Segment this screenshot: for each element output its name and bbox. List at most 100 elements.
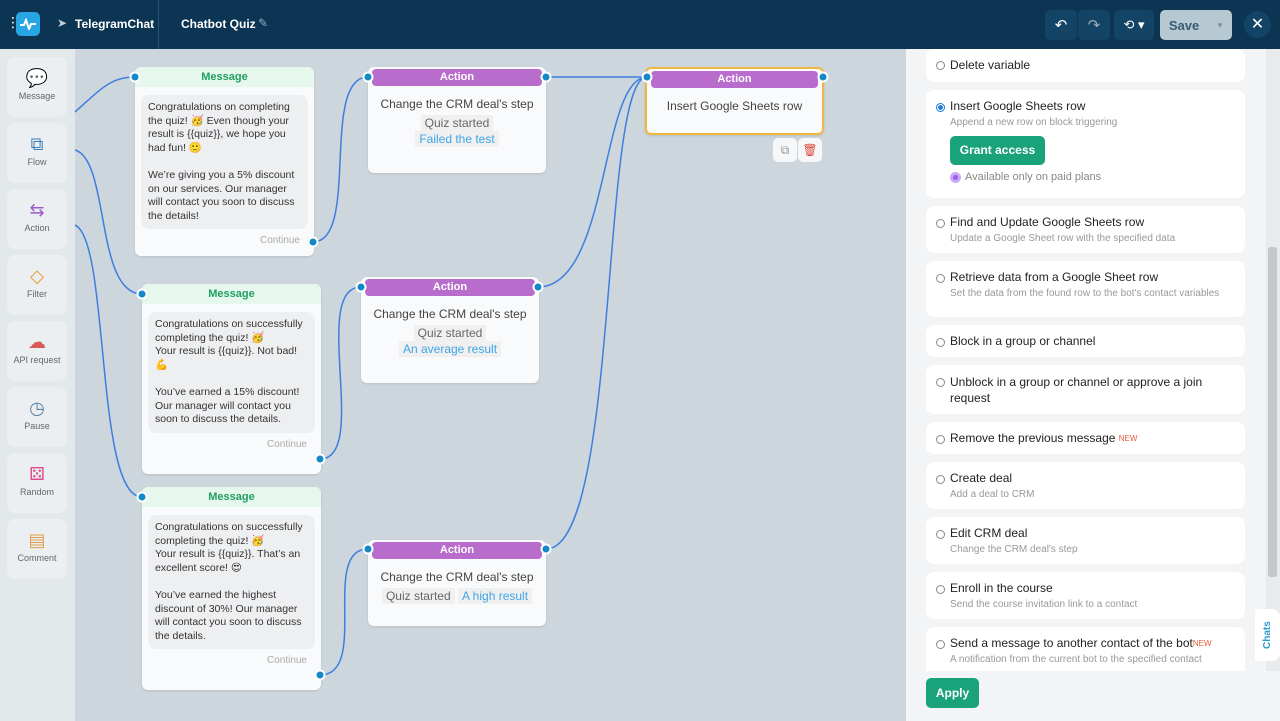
breadcrumb-divider [158,0,159,49]
palette-comment[interactable]: ▤Comment [7,519,67,579]
action-block-1[interactable]: Action Change the CRM deal's step Quiz s… [368,67,546,173]
timer-icon: ◷ [29,398,45,418]
new-badge: NEW [1192,639,1212,648]
palette-filter[interactable]: ◇Filter [7,255,67,315]
input-port[interactable] [136,491,148,503]
edit-pencil-icon[interactable]: ✎ [258,16,269,30]
option-insert-google-sheets-row[interactable]: Insert Google Sheets row Append a new ro… [926,90,1245,198]
action-icon: ⇆ [29,200,45,220]
step-from: Quiz started [381,588,455,604]
radio-selected[interactable] [936,103,945,112]
input-port[interactable] [129,71,141,83]
action-header: Action [365,279,535,296]
palette-action[interactable]: ⇆Action [7,189,67,249]
step-to: Failed the test [415,131,499,147]
action-block-google-sheets[interactable]: Action Insert Google Sheets row [645,67,824,135]
input-port[interactable] [355,281,367,293]
continue-label: Continue [266,655,307,667]
message-text: Congratulations on successfully completi… [148,515,315,650]
action-block-2[interactable]: Action Change the CRM deal's step Quiz s… [361,277,539,383]
palette-random[interactable]: ⚄Random [7,453,67,513]
option-block-in-group[interactable]: Block in a group or channel [926,325,1245,357]
message-block-2[interactable]: Message Congratulations on successfully … [142,284,321,474]
action-settings-panel: Delete variable Insert Google Sheets row… [906,49,1280,721]
option-send-message-to-contact[interactable]: Send a message to another contact of the… [926,627,1245,671]
input-port[interactable] [136,288,148,300]
step-to: A high result [458,588,533,604]
output-port[interactable] [540,71,552,83]
output-port[interactable] [307,236,319,248]
action-header: Action [372,542,542,559]
copy-block-button[interactable]: ⧉ [773,138,797,162]
save-button[interactable]: Save [1160,10,1208,40]
input-port[interactable] [641,71,653,83]
grant-access-button[interactable]: Grant access [950,136,1045,165]
palette-api-request[interactable]: ☁API request [7,321,67,381]
action-header: Action [372,69,542,86]
action-block-3[interactable]: Action Change the CRM deal's step Quiz s… [368,540,546,626]
continue-label: Continue [259,235,300,247]
history-button[interactable]: ⟲ ▾ [1114,10,1154,40]
radio[interactable] [936,530,945,539]
top-bar: ⋮ ➤ TelegramChat Chatbot Quiz ✎ ↶ ↷ ⟲ ▾ … [0,0,1280,49]
close-button[interactable]: ✕ [1244,11,1271,38]
connection-line [537,76,648,288]
flow-icon: ⧉ [30,134,44,154]
scrollbar[interactable] [1266,49,1280,671]
radio[interactable] [936,378,945,387]
output-port[interactable] [540,543,552,555]
delete-block-button[interactable]: 🗑 [798,138,822,162]
chats-tab[interactable]: Chats [1255,609,1280,661]
apply-button[interactable]: Apply [926,678,979,708]
radio[interactable] [936,338,945,347]
redo-button[interactable]: ↷ [1078,10,1110,40]
output-port[interactable] [817,71,829,83]
connection-line [74,224,143,498]
radio[interactable] [936,475,945,484]
action-title: Insert Google Sheets row [666,99,803,113]
input-port[interactable] [362,71,374,83]
connection-line [312,76,369,243]
scrollbar-thumb[interactable] [1268,247,1277,577]
action-title: Change the CRM deal's step [380,97,534,111]
input-port[interactable] [362,543,374,555]
message-block-1[interactable]: Message Congratulations on completing th… [135,67,314,256]
cloud-icon: ☁ [28,332,46,352]
palette-pause[interactable]: ◷Pause [7,387,67,447]
option-unblock-in-group[interactable]: Unblock in a group or channel or approve… [926,365,1245,414]
message-text: Congratulations on completing the quiz! … [141,95,308,230]
chat-bubble-icon: 💬 [25,68,49,88]
new-badge: NEW [1118,434,1138,443]
bot-title: Chatbot Quiz [181,17,256,31]
message-header: Message [142,284,321,304]
output-port[interactable] [314,453,326,465]
radio[interactable] [936,219,945,228]
radio[interactable] [936,640,945,649]
action-options-list: Delete variable Insert Google Sheets row… [926,49,1245,671]
palette-message[interactable]: 💬Message [7,57,67,117]
message-block-3[interactable]: Message Congratulations on successfully … [142,487,321,690]
paid-plan-icon [950,172,961,183]
app-name[interactable]: TelegramChat [75,17,155,31]
output-port[interactable] [532,281,544,293]
filter-icon: ◇ [30,266,44,286]
output-port[interactable] [314,669,326,681]
palette-flow[interactable]: ⧉Flow [7,123,67,183]
app-logo[interactable] [16,12,40,36]
message-text: Congratulations on successfully completi… [148,312,315,433]
undo-button[interactable]: ↶ [1045,10,1077,40]
connection-line [545,76,648,550]
option-remove-previous-message[interactable]: Remove the previous message NEW [926,422,1245,454]
radio[interactable] [936,435,945,444]
radio[interactable] [936,274,945,283]
connection-line [319,548,369,676]
save-options-button[interactable]: ▾ [1208,10,1232,40]
radio[interactable] [936,61,945,70]
radio[interactable] [936,585,945,594]
option-delete-variable[interactable]: Delete variable [926,49,1245,82]
